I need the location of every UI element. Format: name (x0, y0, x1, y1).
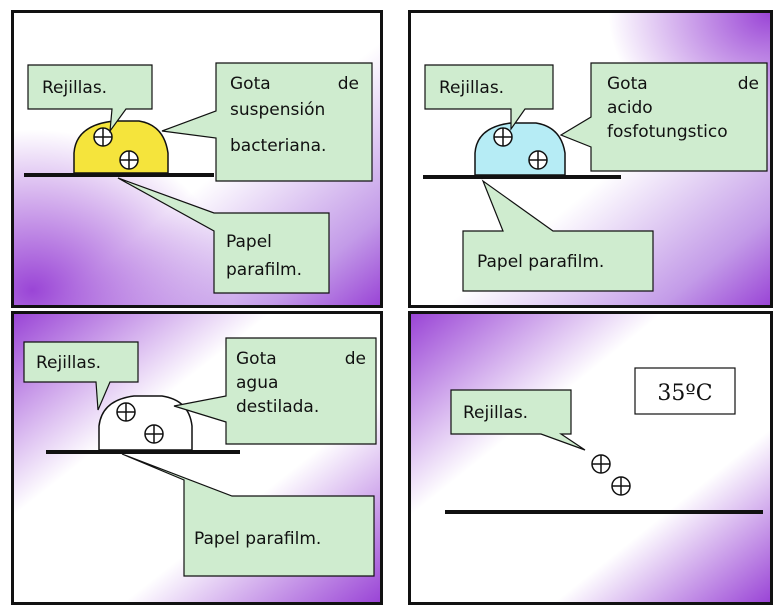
drop-label-line-2: acido (607, 98, 653, 118)
temperature-box (634, 367, 736, 415)
grid-icon (528, 150, 548, 170)
drop-label-line-1b: de (345, 349, 366, 369)
drop-label-line-1b: de (738, 74, 759, 94)
panel-2-diagram: Rejillas. Gota de acido fosfotungstico P… (411, 13, 770, 305)
paper-callout (462, 179, 654, 292)
grid-icon (591, 454, 611, 474)
grids-label: Rejillas. (439, 78, 504, 98)
drop-label-line-1: Gota (607, 74, 648, 94)
parafilm-paper-line (46, 450, 240, 454)
panel-background (411, 314, 770, 602)
panel-incubation: 35ºC Rejillas. (408, 311, 773, 605)
drop-label-line-1: Gota (236, 349, 277, 369)
drop-label-line-1: Gota (230, 74, 271, 94)
parafilm-paper-line (445, 510, 763, 514)
paper-label-line-1: Papel (226, 232, 272, 252)
panel-bacterial-suspension: Rejillas. Gota de suspensión bacteriana.… (11, 10, 383, 308)
paper-callout (117, 177, 330, 294)
grids-callout (27, 64, 153, 134)
grids-callout (450, 389, 586, 451)
panel-3-diagram: Rejillas. Gota de agua destilada. Papel … (14, 314, 380, 602)
grid-icon (119, 150, 139, 170)
parafilm-paper-line (24, 173, 214, 177)
distilled-water-drop (98, 395, 193, 451)
drop-callout (161, 62, 373, 182)
grids-callout (23, 341, 139, 411)
drop-label-line-3: destilada. (236, 397, 319, 417)
paper-label-line-2: parafilm. (226, 260, 302, 280)
paper-label: Papel parafilm. (194, 529, 321, 549)
drop-label-line-3: fosfotungstico (607, 122, 728, 142)
grid-icon (93, 127, 113, 147)
drop-label-line-1b: de (338, 74, 359, 94)
panel-distilled-water: Rejillas. Gota de agua destilada. Papel … (11, 311, 383, 605)
drop-label-line-3: bacteriana. (230, 136, 326, 156)
grid-icon (611, 476, 631, 496)
temperature-label: 35ºC (657, 381, 712, 406)
grids-label: Rejillas. (42, 78, 107, 98)
paper-label: Papel parafilm. (477, 252, 604, 272)
drop-label-line-2: suspensión (230, 100, 325, 120)
paper-callout (121, 453, 375, 577)
drop-label-line-2: agua (236, 373, 278, 393)
grids-label: Rejillas. (36, 353, 101, 373)
panel-1-diagram: Rejillas. Gota de suspensión bacteriana.… (14, 13, 380, 305)
parafilm-paper-line (423, 175, 621, 179)
grids-label: Rejillas. (463, 403, 528, 423)
panel-4-diagram: 35ºC Rejillas. (411, 314, 770, 602)
grid-icon (493, 127, 513, 147)
grid-icon (144, 424, 164, 444)
grids-callout (424, 64, 554, 131)
drop-callout (173, 337, 377, 445)
drop-callout (559, 62, 768, 172)
grid-icon (116, 402, 136, 422)
panel-phosphotungstic-acid: Rejillas. Gota de acido fosfotungstico P… (408, 10, 773, 308)
phosphotungstic-acid-drop (474, 122, 566, 176)
